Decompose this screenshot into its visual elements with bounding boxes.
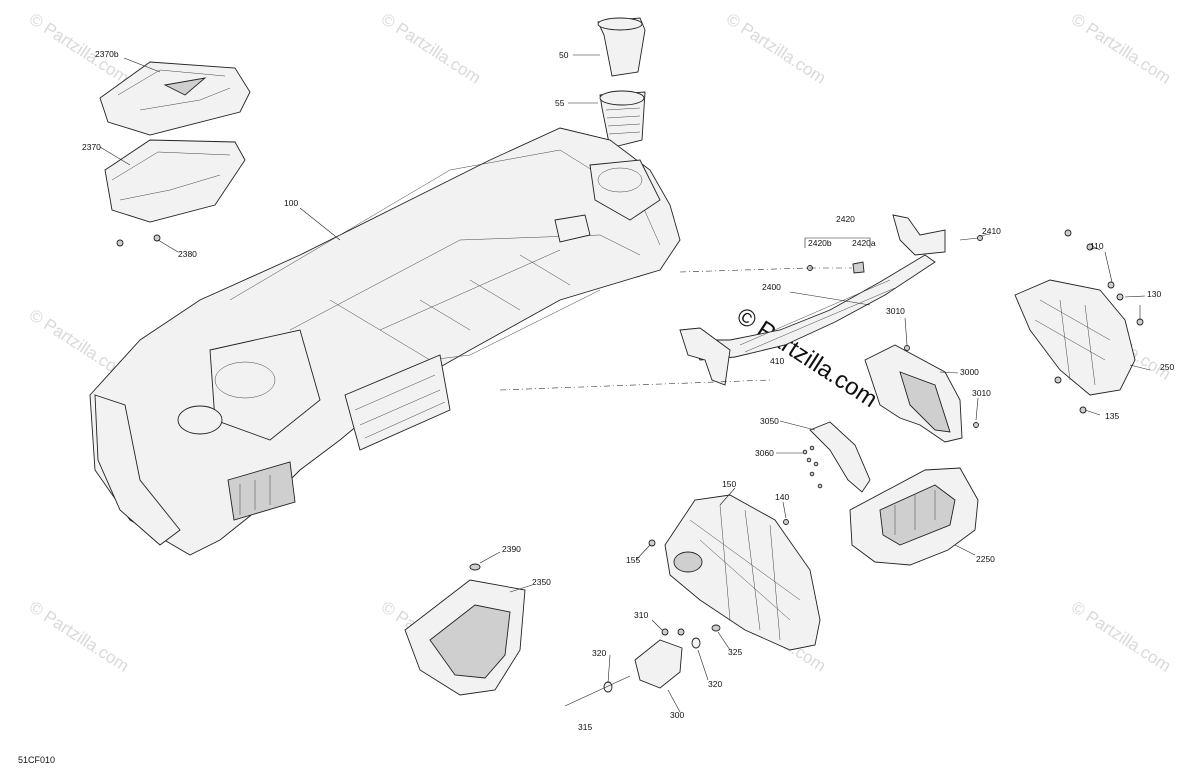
callout-100: 100 [284,198,298,208]
callout-2370: 2370 [82,142,101,152]
diagram-code: 51CF010 [18,755,56,765]
callout-50: 50 [559,50,569,60]
callout-3010-bottom: 3010 [972,388,991,398]
part-50-cup [597,17,646,77]
callout-155: 155 [626,555,640,565]
part-2370b-lid [99,61,251,136]
callout-3060: 3060 [755,448,774,458]
callout-2390: 2390 [502,544,521,554]
leader-lines [99,54,1151,713]
watermark-text: © Partzilla.com [378,9,484,87]
part-55-cup-insert [599,90,646,149]
part-3050-plate [809,421,871,493]
callout-320-right: 320 [708,679,722,689]
part-2370-bin [104,139,246,247]
watermark-text: © Partzilla.com [26,597,132,675]
callout-150: 150 [722,479,736,489]
part-2350-bezel [404,579,526,696]
watermark-text: © Partzilla.com [723,9,829,87]
part-150-support [648,494,821,651]
callout-130: 130 [1147,289,1161,299]
callout-325: 325 [728,647,742,657]
callout-410: 410 [770,356,784,366]
callout-300: 300 [670,710,684,720]
watermark-text: © Partzilla.com [1068,597,1174,675]
callout-3010-top: 3010 [886,306,905,316]
watermark-text: © Partzilla.com [1068,9,1174,87]
callout-3000: 3000 [960,367,979,377]
part-300-bracket [564,624,721,707]
part-250-bracket [1014,229,1144,414]
callout-310: 310 [634,610,648,620]
part-2420-fasteners [807,235,983,274]
part-3060-nuts [802,445,823,489]
callout-2420a: 2420a [852,238,876,248]
callout-110: 110 [1090,241,1104,251]
callout-250: 250 [1160,362,1174,372]
callout-2410: 2410 [982,226,1001,236]
part-2390-clip [469,563,481,571]
callout-2370b: 2370b [95,49,119,59]
part-2250-panel [849,467,979,566]
callout-2420b: 2420b [808,238,832,248]
callout-2250: 2250 [976,554,995,564]
callout-320-left: 320 [592,648,606,658]
callout-2420: 2420 [836,214,855,224]
callout-3050: 3050 [760,416,779,426]
alignment-lines [499,267,852,391]
callout-55: 55 [555,98,565,108]
callout-2380: 2380 [178,249,197,259]
part-3000-bracket [864,344,979,443]
part-100-dashboard [89,127,681,556]
callout-2350: 2350 [532,577,551,587]
callout-labels: 2370b 2370 2380 50 55 100 2420 2420b 242… [82,49,1174,732]
callout-140: 140 [775,492,789,502]
callout-2400: 2400 [762,282,781,292]
callout-135: 135 [1105,411,1119,421]
callout-315: 315 [578,722,592,732]
part-2400-crossbar [679,214,946,386]
